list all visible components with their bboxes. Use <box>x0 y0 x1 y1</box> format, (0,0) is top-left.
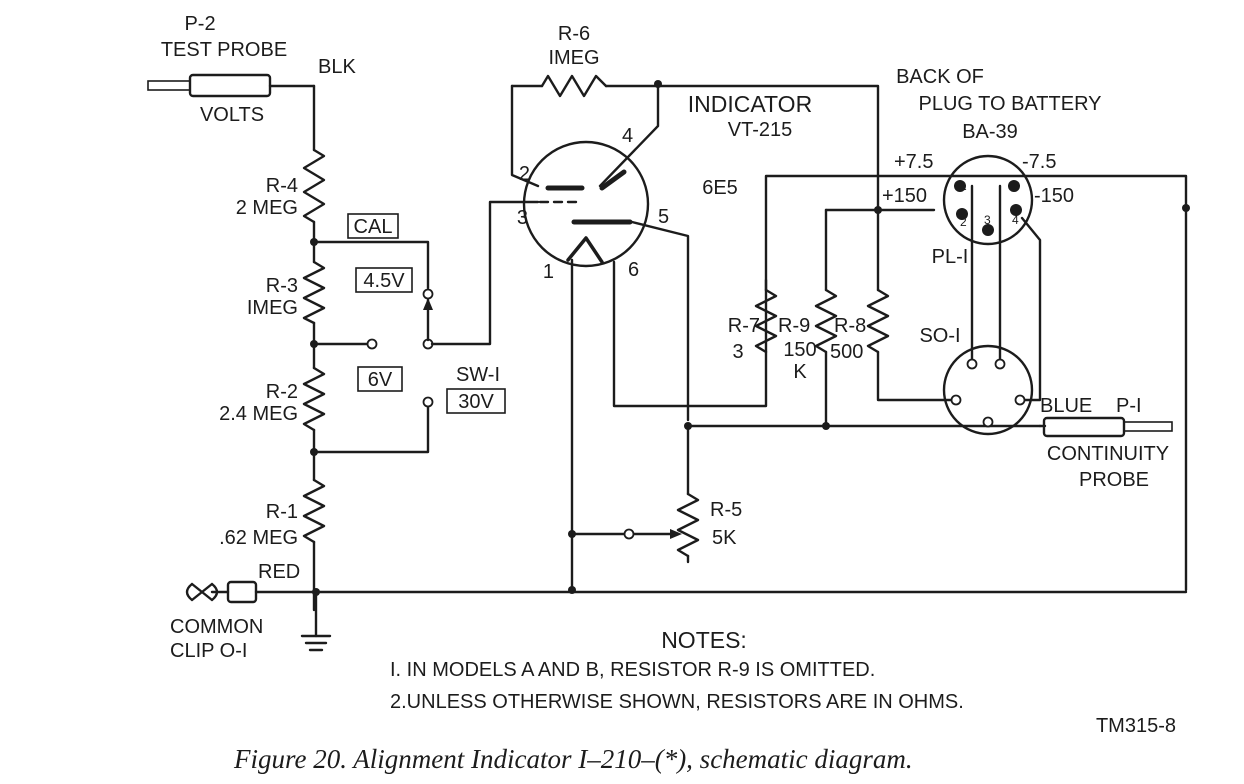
clip-name-2: CLIP O-I <box>170 640 247 662</box>
switch-pos-6v-box <box>357 366 403 392</box>
switch-pos-cal: CAL <box>354 216 393 238</box>
switch-pos-30v: 30V <box>458 391 494 413</box>
test-probe-p2 <box>147 73 316 98</box>
probe-p2-name: TEST PROBE <box>161 39 287 61</box>
r5-value: 5K <box>712 527 737 549</box>
switch-pos-6v: 6V <box>368 369 393 391</box>
tube-pin-1: 1 <box>543 261 554 283</box>
tube-pin-4: 4 <box>622 125 633 147</box>
probe-p2-wire: BLK <box>318 56 356 78</box>
voltage-plus150: +150 <box>882 185 927 207</box>
plug-title-2: PLUG TO BATTERY <box>918 93 1101 115</box>
r1-value: .62 MEG <box>219 527 298 549</box>
switch-id: SW-I <box>456 364 500 386</box>
r3-id: R-3 <box>266 275 298 297</box>
probe-p1-id: P-I <box>1116 395 1142 417</box>
plug-pin-2: 2 <box>960 215 967 229</box>
plug-id: BA-39 <box>962 121 1018 143</box>
tube-title: INDICATOR <box>688 91 812 117</box>
socket-so1 <box>942 344 1034 436</box>
r9-id: R-9 <box>778 315 810 337</box>
voltage-plus75: +7.5 <box>894 151 933 173</box>
voltage-minus75: -7.5 <box>1022 151 1056 173</box>
voltage-minus150: -150 <box>1034 185 1074 207</box>
r9-value-unit: K <box>793 361 807 383</box>
plug-label: PL-I <box>932 246 969 268</box>
probe-p2-id: P-2 <box>184 13 215 35</box>
notes-title: NOTES: <box>661 627 747 653</box>
clip-wire: RED <box>258 561 300 583</box>
plug-pin-5: 5 <box>1010 179 1017 193</box>
tube-type: 6E5 <box>702 177 738 199</box>
probe-p1-name-2: PROBE <box>1079 469 1149 491</box>
switch-pos-30v-box <box>446 388 506 414</box>
plug-pin-3: 3 <box>984 213 991 227</box>
switch-pos-cal-box <box>347 213 399 239</box>
r4-value: 2 MEG <box>236 197 298 219</box>
switch-pos-45v-box <box>355 267 413 293</box>
note-2: 2.UNLESS OTHERWISE SHOWN, RESISTORS ARE … <box>390 691 964 713</box>
socket-label: SO-I <box>919 325 960 347</box>
plug-title-1: BACK OF <box>896 66 984 88</box>
node-minus150 <box>1182 204 1190 212</box>
r6-id: R-6 <box>558 23 590 45</box>
node-r9-bottom <box>822 422 830 430</box>
tube-pin-2: 2 <box>519 163 530 185</box>
r5-id: R-5 <box>710 499 742 521</box>
r3-value: IMEG <box>247 297 298 319</box>
node-r5-wiper <box>568 530 576 538</box>
plug-pin-1: 1 <box>960 179 967 193</box>
tube-pin-5: 5 <box>658 206 669 228</box>
r1-id: R-1 <box>266 501 298 523</box>
note-1: I. IN MODELS A AND B, RESISTOR R-9 IS OM… <box>390 659 875 681</box>
r9-value: 150 <box>783 339 816 361</box>
continuity-probe-p1 <box>1042 416 1173 438</box>
tube-pin-6: 6 <box>628 259 639 281</box>
tube-pin-3: 3 <box>517 207 528 229</box>
r8-id: R-8 <box>834 315 866 337</box>
potentiometer-r5 <box>570 424 700 564</box>
r7-value: 3 <box>732 341 743 363</box>
r2-value: 2.4 MEG <box>219 403 298 425</box>
probe-p2-label: VOLTS <box>200 104 264 126</box>
figure-code: TM315-8 <box>1096 715 1176 737</box>
resistor-r6 <box>510 74 660 188</box>
battery-plug-pl1 <box>942 154 1042 402</box>
tube-id: VT-215 <box>728 119 792 141</box>
clip-name-1: COMMON <box>170 616 263 638</box>
probe-p1-wire: BLUE <box>1040 395 1092 417</box>
plug-pin-4: 4 <box>1012 213 1019 227</box>
r8-value: 500 <box>830 341 863 363</box>
r4-id: R-4 <box>266 175 298 197</box>
figure-caption: Figure 20. Alignment Indicator I–210–(*)… <box>233 744 913 774</box>
r7-id: R-7 <box>728 315 760 337</box>
r6-value: IMEG <box>548 47 599 69</box>
node-plus150 <box>874 206 882 214</box>
switch-pos-45v: 4.5V <box>363 270 405 292</box>
probe-p1-name-1: CONTINUITY <box>1047 443 1169 465</box>
r2-id: R-2 <box>266 381 298 403</box>
common-bus <box>185 580 1188 652</box>
switch-sw1 <box>312 200 540 454</box>
